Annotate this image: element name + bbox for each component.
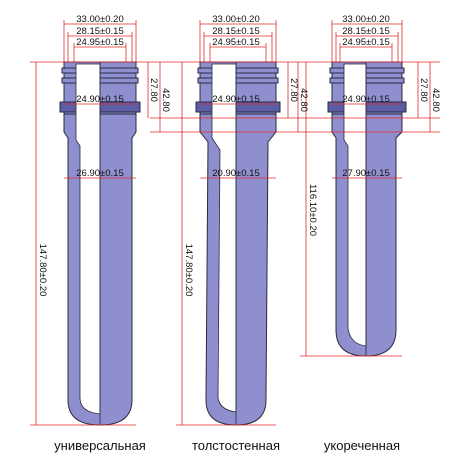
preform-2-support-ring <box>195 101 281 113</box>
dimension-lines <box>30 20 440 426</box>
dim-inner-diameter: 24.95±0.15 <box>212 37 259 48</box>
dim-outer-diameter: 33.00±0.20 <box>76 14 123 25</box>
preform-2-thread <box>197 67 279 74</box>
dim-outer-diameter: 33.00±0.20 <box>342 14 389 25</box>
dim-neck-height-1: 27.80 <box>288 78 299 102</box>
dim-outer-diameter: 33.00±0.20 <box>212 14 259 25</box>
preform-3-thread <box>329 67 405 74</box>
preform-thick-wall <box>195 61 281 426</box>
preform-3-thread <box>329 77 405 84</box>
dim-neck-height-2: 42.80 <box>430 88 441 112</box>
dim-thread-diameter: 28.15±0.15 <box>212 26 259 37</box>
preform-3-support-ring <box>327 101 407 113</box>
dim-thread-diameter: 28.15±0.15 <box>76 26 123 37</box>
dim-inner-diameter: 24.95±0.15 <box>76 37 123 48</box>
preform-1-cavity <box>75 63 101 415</box>
dim-total-length: 116.10±0.20 <box>307 184 318 236</box>
dim-total-length: 147.80±0.20 <box>183 244 194 297</box>
preform-2-body <box>199 61 277 426</box>
preform-2-thread <box>197 77 279 84</box>
dim-neck-height-2: 42.80 <box>298 88 309 112</box>
preform-universal <box>59 61 141 426</box>
dim-neck-height-1: 27.80 <box>148 78 159 102</box>
dim-body-diameter: 20.90±0.15 <box>212 168 259 179</box>
dim-neck-inner: 24.90±0.15 <box>212 94 259 105</box>
caption-universal: универсальная <box>54 438 146 453</box>
dim-inner-diameter: 24.95±0.15 <box>342 37 389 48</box>
dim-neck-height-2: 42.80 <box>160 88 171 112</box>
preform-shortened <box>327 61 407 357</box>
dim-neck-height-1: 27.80 <box>418 78 429 102</box>
dim-neck-inner: 24.90±0.15 <box>342 94 389 105</box>
caption-thick-wall: толстостенная <box>192 438 280 453</box>
caption-shortened: укореченная <box>324 438 400 453</box>
dim-total-length: 147.80±0.20 <box>37 244 48 297</box>
dim-thread-diameter: 28.15±0.15 <box>342 26 389 37</box>
dim-neck-inner: 24.90±0.15 <box>76 94 123 105</box>
dim-body-diameter: 26.90±0.15 <box>76 168 123 179</box>
dim-body-diameter: 27.90±0.15 <box>342 168 389 179</box>
